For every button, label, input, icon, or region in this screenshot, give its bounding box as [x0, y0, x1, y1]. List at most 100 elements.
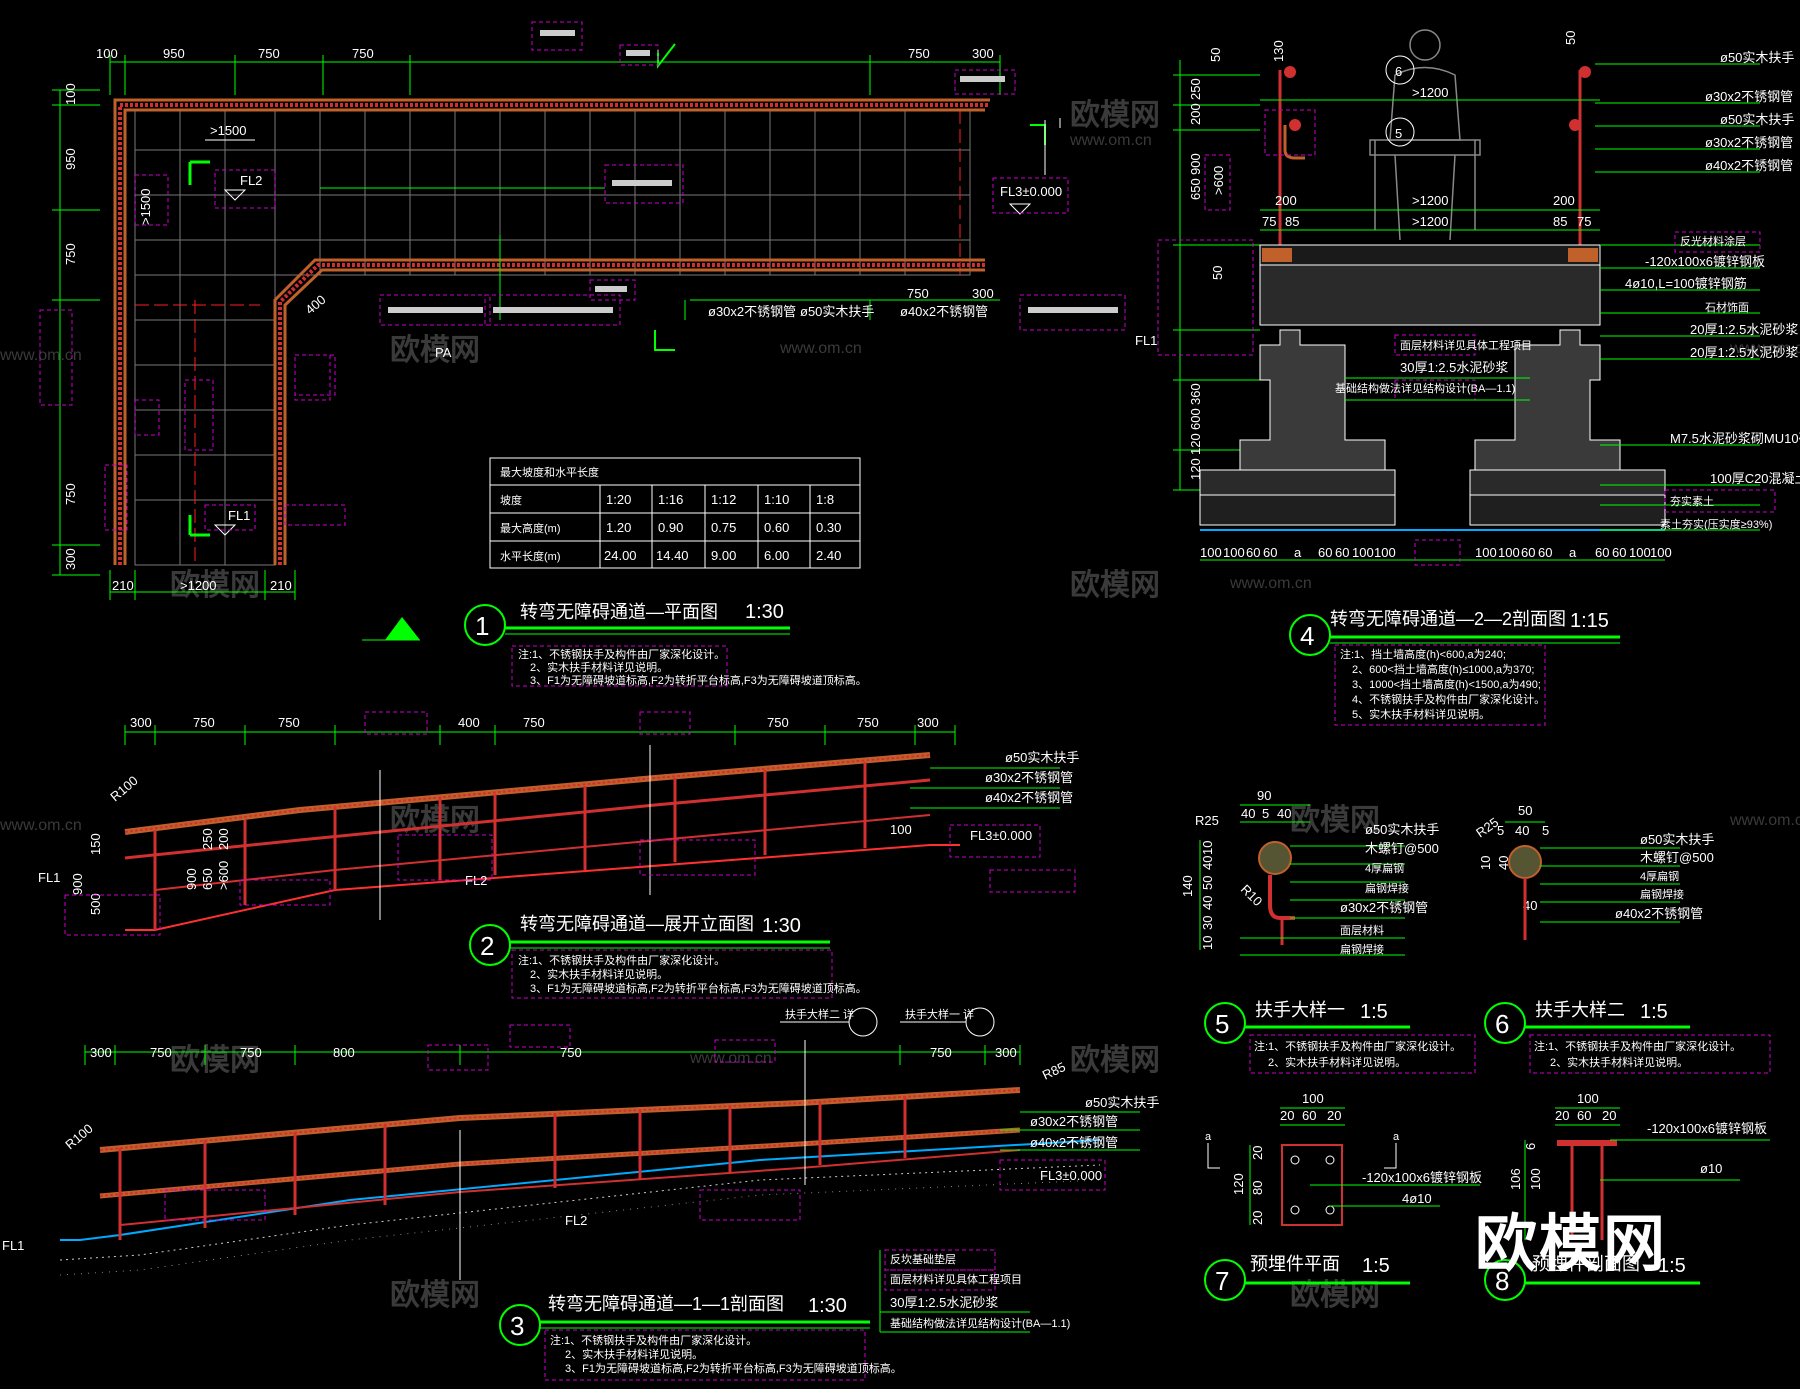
section-2-2-view: 50 130 50 250 200 900 650 >600 50 360 60… — [1135, 29, 1800, 566]
d8-plate: -120x100x6镀锌钢板 — [1647, 1121, 1767, 1136]
d6-r1: 木螺钉@500 — [1640, 850, 1714, 865]
elev-dim-300a: 300 — [130, 715, 152, 730]
watermark-2: 欧模网 — [390, 334, 480, 367]
sec2-bottom-9: 100 — [1475, 545, 1497, 560]
slope-r0c3: 0.75 — [711, 520, 736, 535]
elev-fl1: FL1 — [38, 870, 60, 885]
view-number-4: 4 — [1300, 621, 1314, 651]
elev-dim-900b: 900 — [184, 868, 199, 890]
slope-h0: 坡度 — [500, 493, 522, 507]
sec2-d75a: 75 — [1262, 214, 1276, 229]
view-4-note-4: 4、不锈钢扶手及构件由厂家深化设计。 — [1352, 692, 1545, 706]
plan-phi30: ø30x2不锈钢管 — [708, 304, 796, 319]
watermark-url-5: www.om.cn — [689, 1050, 772, 1067]
detail-8: 100 20 60 20 6 106 100 -120x100x6镀锌钢板 ø1… — [1508, 1091, 1770, 1240]
view-2-note-2: 2、实木扶手材料详见说明。 — [530, 967, 668, 981]
sec2-d75b: 75 — [1577, 214, 1591, 229]
d6-r2: 4厚扁钢 — [1640, 870, 1679, 883]
slope-table-title: 最大坡度和水平长度 — [500, 465, 599, 479]
elevation-view: 300 750 750 400 750 750 750 300 R100 FL1… — [38, 711, 1079, 936]
view-2-note-3: 3、F1为无障碍坡道标高,F2为转折平台标高,F3为无障碍坡道顶标高。 — [530, 981, 867, 995]
sec2-right-14: 素土夯实(压实度≥93%) — [1660, 517, 1772, 531]
d8-l100: 100 — [1528, 1168, 1543, 1190]
d5-r25: R25 — [1195, 813, 1219, 828]
slope-r1c4: 6.00 — [764, 548, 789, 563]
view-title-4-text: 转弯无障碍通道—2—2剖面图 — [1330, 609, 1566, 629]
d6-l40b: 40 — [1523, 898, 1537, 913]
view-title-7-text: 预埋件平面 — [1250, 1254, 1340, 1274]
elev-dim-100: 100 — [890, 822, 912, 837]
view-title-8: 8 预埋件剖面图 1:5 — [1484, 1254, 1700, 1301]
sec1-phi40: ø40x2不锈钢管 — [1030, 1135, 1118, 1150]
sec2-right-4: ø40x2不锈钢管 — [1705, 158, 1793, 173]
sec2-bottom-7: 100 — [1352, 545, 1374, 560]
plan-left-callout — [39, 309, 73, 406]
d6-r0: ø50实木扶手 — [1640, 832, 1714, 847]
view-title-3: 3 转弯无障碍通道—1—1剖面图 1:30 注:1、不锈钢扶手及构件由厂家深化设… — [499, 1294, 902, 1381]
elev-dim-750e: 750 — [857, 715, 879, 730]
slope-r0c0: 最大高度(m) — [500, 521, 561, 535]
sec2-right-1: ø30x2不锈钢管 — [1705, 89, 1793, 104]
sec2-bottom-14: 60 — [1595, 545, 1609, 560]
sec2-top-130: 130 — [1271, 40, 1286, 62]
sec2-right-12: 100厚C20混凝土 — [1710, 471, 1800, 486]
view-scale-6: 1:5 — [1640, 1001, 1668, 1023]
d5-5: 5 — [1262, 806, 1269, 821]
sec2-right-8: 石材饰面 — [1705, 300, 1749, 314]
watermark-url-1: www.om.cn — [1069, 132, 1152, 149]
elev-phi30: ø30x2不锈钢管 — [985, 770, 1073, 785]
slope-h3: 1:12 — [711, 492, 736, 507]
plan-handrail-outer — [113, 98, 990, 565]
sec2-d85a: 85 — [1285, 214, 1299, 229]
sec2-wall-left — [1239, 329, 1386, 471]
view-1-note-1: 注:1、不锈钢扶手及构件由厂家深化设计。 — [518, 647, 725, 661]
sec1-dim-750b: 750 — [240, 1045, 262, 1060]
watermark-7: 欧模网 — [170, 1044, 260, 1077]
plan-label-gt1500-v: >1500 — [138, 188, 153, 225]
sec2-bottom-2: 60 — [1246, 545, 1260, 560]
plan-left-100: 100 — [63, 83, 78, 105]
sec1-ref-4: 扶手大样一 详 — [905, 1007, 974, 1021]
d6-l10: 10 — [1478, 856, 1493, 870]
plan-phi50: ø50实木扶手 — [800, 304, 874, 319]
plan-handrail-inner — [273, 258, 985, 565]
elev-r100: R100 — [107, 773, 140, 804]
view-5-note-1: 注:1、不锈钢扶手及构件由厂家深化设计。 — [1254, 1039, 1461, 1053]
elev-dim-900: 900 — [70, 873, 85, 895]
view-number-3: 3 — [510, 1311, 524, 1341]
plan-dim-300: 300 — [972, 46, 994, 61]
elev-dim-250: 250 — [200, 828, 215, 850]
slope-r0c5: 0.30 — [816, 520, 841, 535]
d5-r5: 面层材料 — [1340, 923, 1384, 937]
view-number-2: 2 — [480, 931, 494, 961]
sec2-ref-5: 5 — [1395, 126, 1402, 141]
d5-r2: 4厚扁钢 — [1365, 862, 1404, 875]
view-title-6: 6 扶手大样二 1:5 注:1、不锈钢扶手及构件由厂家深化设计。 2、实木扶手材… — [1484, 1000, 1771, 1074]
elev-phi50: ø50实木扶手 — [1005, 750, 1079, 765]
d5-r1: 木螺钉@500 — [1365, 841, 1439, 856]
d6-r3: 扁钢焊接 — [1640, 887, 1684, 901]
sec2-bottom-15: 60 — [1612, 545, 1626, 560]
watermark-4: 欧模网 — [170, 569, 260, 602]
slope-r1c2: 14.40 — [656, 548, 689, 563]
sec1-callout-1: 反坎基础垫层 — [890, 1252, 956, 1266]
slope-r0c2: 0.90 — [658, 520, 683, 535]
watermark-3: 欧模网 — [1070, 569, 1160, 602]
plan-label-fl2: FL2 — [240, 173, 262, 188]
sec1-callout-4: 基础结构做法详见结构设计(BA—1.1) — [890, 1316, 1070, 1330]
plan-phi40: ø40x2不锈钢管 — [900, 304, 988, 319]
sec2-bottom-11: 60 — [1521, 545, 1535, 560]
sec2-left-200: 200 — [1188, 103, 1203, 125]
d5-r0: ø50实木扶手 — [1365, 822, 1439, 837]
d5-40a: 40 — [1241, 806, 1255, 821]
view-6-note-2: 2、实木扶手材料详见说明。 — [1550, 1055, 1688, 1069]
sec2-right-0: ø50实木扶手 — [1720, 50, 1794, 65]
watermark-1: 欧模网 — [1070, 99, 1160, 132]
sec2-bottom-13: a — [1569, 545, 1577, 560]
view-4-note-2: 2、600<挡土墙高度(h)≤1000,a为370; — [1352, 662, 1534, 676]
view-scale-7: 1:5 — [1362, 1255, 1390, 1277]
plan-dim-750a: 750 — [258, 46, 280, 61]
slope-h5: 1:8 — [816, 492, 834, 507]
view-3-note-3: 3、F1为无障碍坡道标高,F2为转折平台标高,F3为无障碍坡道顶标高。 — [565, 1361, 902, 1375]
sec2-left-250: 250 — [1188, 78, 1203, 100]
